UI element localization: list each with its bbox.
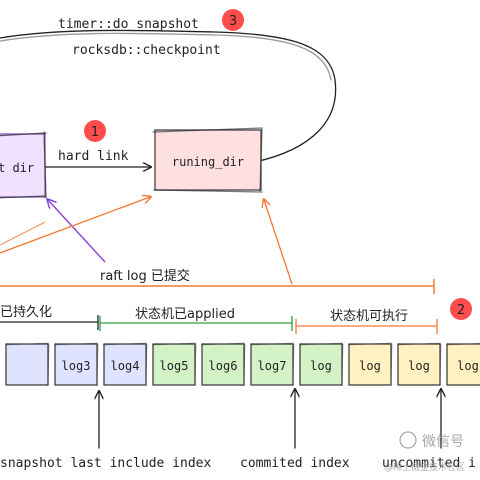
purple-arrow-to-snapshot-dir	[48, 200, 106, 263]
step3-badge-circle	[222, 9, 244, 31]
step1-badge-circle	[84, 120, 106, 142]
wechat-icon	[399, 431, 417, 449]
log-cell: log	[298, 342, 344, 387]
log-cell-sketch	[347, 342, 393, 387]
log-cell: log6	[200, 342, 246, 387]
step1-group: hard link 1	[45, 120, 150, 167]
log-cell-sketch	[200, 342, 246, 387]
step2-badge-circle	[450, 298, 472, 320]
range-persisted: 已持久化	[0, 305, 99, 330]
watermark-line2: @稀土掘金技术社区	[384, 461, 465, 473]
snapshot-dir-box: t dir	[0, 131, 47, 199]
step3-badge-number: 3	[229, 14, 237, 29]
log-cell-label: log	[457, 359, 479, 373]
watermark: 微信号 @稀土掘金技术社区	[384, 431, 465, 473]
range-raft-committed: raft log 已提交	[0, 268, 435, 294]
log-cell-box	[54, 343, 98, 386]
snapshot-dir-sketch	[0, 131, 47, 199]
log-cell-sketch	[102, 342, 148, 387]
log-cell: log3	[53, 342, 99, 387]
snapshot-loop-curve-shadow	[0, 32, 332, 81]
orange-arrow-from-applied-end	[264, 200, 293, 285]
log-cell: log4	[102, 342, 148, 387]
pointer-uncommited: uncommited i	[382, 390, 476, 471]
log-row: log3log4log5log6log7logloglogloglog	[4, 342, 480, 387]
log-cell-sketch	[53, 342, 99, 387]
step2-badge: 2	[450, 298, 472, 320]
log-cell-label: log	[310, 359, 332, 373]
orange-arrow-tail	[0, 221, 46, 246]
log-cell-box	[348, 343, 392, 386]
step2-badge-number: 2	[457, 303, 465, 318]
running-dir-sketch	[152, 127, 263, 193]
log-cell-sketch	[396, 342, 442, 387]
step3-title: timer::do_snapshot	[58, 17, 199, 32]
log-cell-label: log7	[258, 359, 287, 373]
watermark-line1: 微信号	[422, 434, 464, 450]
log-cell: log	[347, 342, 393, 387]
log-cell: log7	[249, 342, 295, 387]
step1-badge-number: 1	[91, 125, 99, 140]
range-applied: 状态机已applied	[99, 307, 293, 331]
log-cell-box	[397, 343, 441, 386]
running-dir-box: runing_dir	[152, 127, 263, 193]
log-cell-box	[5, 343, 49, 386]
log-cell-box	[103, 343, 147, 386]
log-cell-sketch	[445, 343, 480, 346]
applied-label: 状态机已applied	[135, 307, 235, 322]
log-cell-label: log3	[62, 359, 91, 373]
log-cell-label: log	[359, 359, 381, 373]
log-cell	[4, 342, 50, 387]
raft-committed-label: raft log 已提交	[100, 268, 190, 284]
log-cell-sketch	[151, 342, 197, 387]
log-cell-box	[299, 343, 343, 386]
commited-label: commited index	[240, 456, 350, 471]
snapshot-last-include-label: snapshot last include index	[0, 456, 211, 471]
log-cell-sketch	[249, 342, 295, 387]
uncommited-label: uncommited i	[382, 456, 476, 471]
snapshot-dir-label: t dir	[0, 161, 34, 175]
step3-badge: 3	[222, 9, 244, 31]
hard-link-label: hard link	[58, 149, 129, 164]
log-cell-label: log5	[160, 359, 189, 373]
log-cell-box	[201, 343, 245, 386]
log-cell-box	[250, 343, 294, 386]
running-dir-label: runing_dir	[172, 155, 244, 169]
pointer-snapshot-last-include: snapshot last include index	[0, 392, 211, 471]
persisted-label: 已持久化	[0, 305, 52, 320]
orange-arrow-to-running-dir	[0, 197, 150, 254]
step3-group: timer::do_snapshot rocksdb::checkpoint 3	[0, 9, 337, 163]
log-cell-label: log	[408, 359, 430, 373]
log-cell-sketch	[4, 342, 50, 387]
pointer-commited: commited index	[240, 390, 350, 471]
log-cell-label: log4	[111, 359, 140, 373]
step3-subtitle: rocksdb::checkpoint	[72, 43, 221, 58]
range-executable: 状态机可执行 2	[295, 298, 472, 334]
log-cell-label: log6	[209, 359, 238, 373]
executable-label: 状态机可执行	[330, 309, 408, 324]
log-cell: log	[396, 342, 442, 387]
log-cell-box	[152, 343, 196, 386]
log-cell: log	[445, 343, 480, 386]
log-cell: log5	[151, 342, 197, 387]
snapshot-loop-curve	[0, 29, 337, 163]
running-dir-fill	[154, 129, 262, 191]
log-cell-sketch	[298, 342, 344, 387]
step1-badge: 1	[84, 120, 106, 142]
